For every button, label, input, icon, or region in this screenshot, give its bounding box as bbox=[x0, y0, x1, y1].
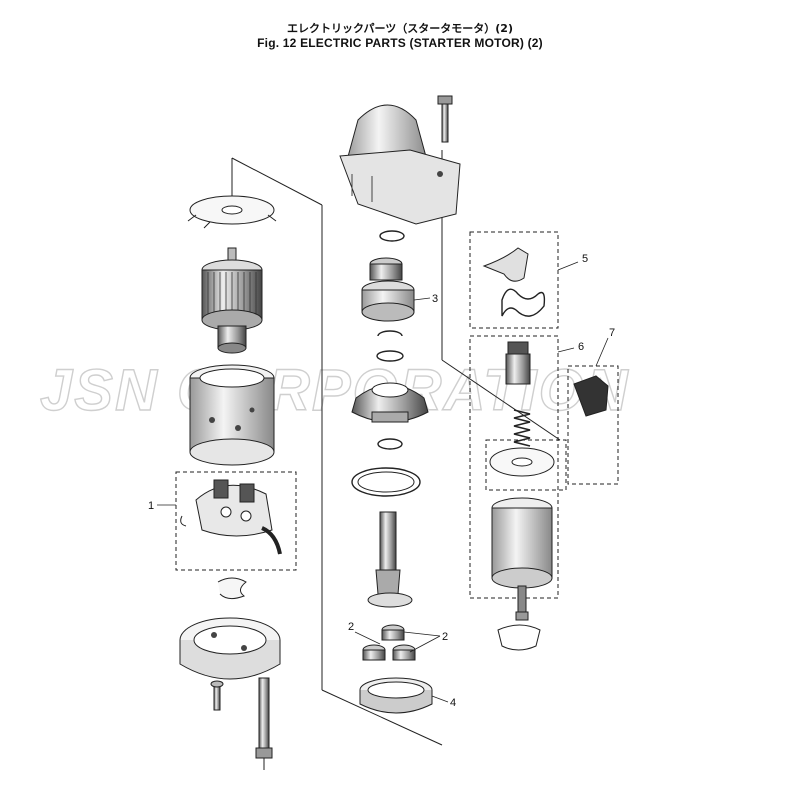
end-frame bbox=[179, 617, 281, 680]
leader-lines bbox=[157, 261, 609, 703]
callout-3: 3 bbox=[432, 293, 438, 305]
through-bolt bbox=[255, 677, 273, 759]
retaining-clip bbox=[377, 330, 403, 337]
solenoid-body bbox=[491, 497, 553, 613]
planetary-gears bbox=[362, 624, 416, 661]
spring-clip bbox=[217, 577, 247, 600]
ring-gear bbox=[359, 677, 433, 714]
callout-1: 1 bbox=[148, 500, 154, 512]
callout-4: 4 bbox=[450, 697, 456, 709]
watermark-text: JSN CORPORATION bbox=[40, 358, 630, 423]
terminal-cap-group-box bbox=[567, 365, 619, 485]
callout-6: 6 bbox=[578, 341, 584, 353]
end-frame-screw bbox=[210, 680, 224, 711]
callout-2-left: 2 bbox=[348, 621, 354, 633]
armature bbox=[201, 247, 263, 354]
drive-shaft bbox=[367, 511, 413, 608]
brush-holder-group-box bbox=[175, 471, 297, 571]
internal-gear-ring bbox=[351, 467, 421, 497]
brush-plate-washer bbox=[187, 195, 277, 229]
boot-cap bbox=[497, 624, 541, 651]
shift-lever-group-box bbox=[469, 231, 559, 329]
drive-housing bbox=[339, 104, 461, 225]
yoke-housing bbox=[189, 364, 275, 466]
figure-title-japanese: エレクトリックパーツ（スタータモータ）(2) bbox=[287, 22, 513, 35]
snap-ring-middle bbox=[377, 438, 403, 450]
figure-title-english: Fig. 12 ELECTRIC PARTS (STARTER MOTOR) (… bbox=[257, 36, 543, 50]
callout-2-right: 2 bbox=[442, 631, 448, 643]
solenoid-nut bbox=[515, 611, 529, 621]
plunger bbox=[505, 341, 531, 385]
solenoid-group-box bbox=[469, 335, 559, 599]
gasket-box bbox=[485, 439, 567, 491]
snap-ring-top bbox=[379, 230, 405, 242]
callout-7: 7 bbox=[609, 327, 615, 339]
housing-bolt bbox=[437, 95, 453, 143]
pinion-gear bbox=[361, 257, 415, 322]
clutch-assembly bbox=[351, 382, 429, 423]
washer bbox=[376, 350, 404, 362]
callout-5: 5 bbox=[582, 253, 588, 265]
